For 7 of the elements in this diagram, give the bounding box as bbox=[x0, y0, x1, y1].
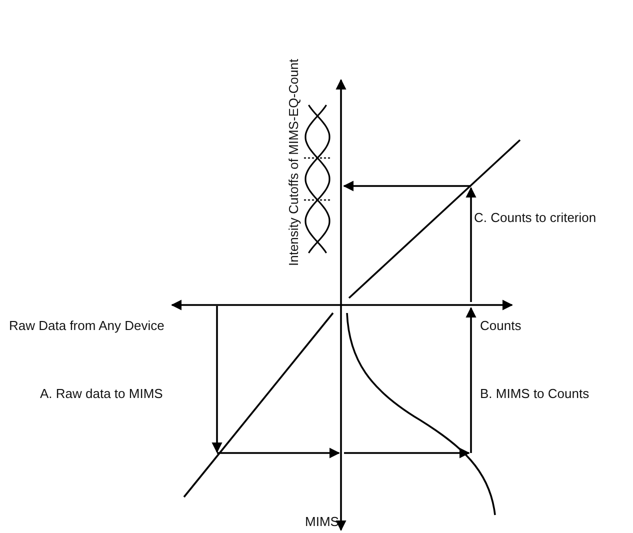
axis-label: Intensity Cutoffs of MIMS-EQ-Count bbox=[286, 58, 302, 266]
label: Raw Data from Any Device bbox=[9, 318, 164, 334]
label: Counts bbox=[480, 318, 522, 334]
label: C. Counts to criterion bbox=[474, 210, 596, 226]
label: MIMS bbox=[305, 514, 339, 530]
label: B. MIMS to Counts bbox=[480, 386, 590, 402]
label: A. Raw data to MIMS bbox=[40, 386, 163, 402]
